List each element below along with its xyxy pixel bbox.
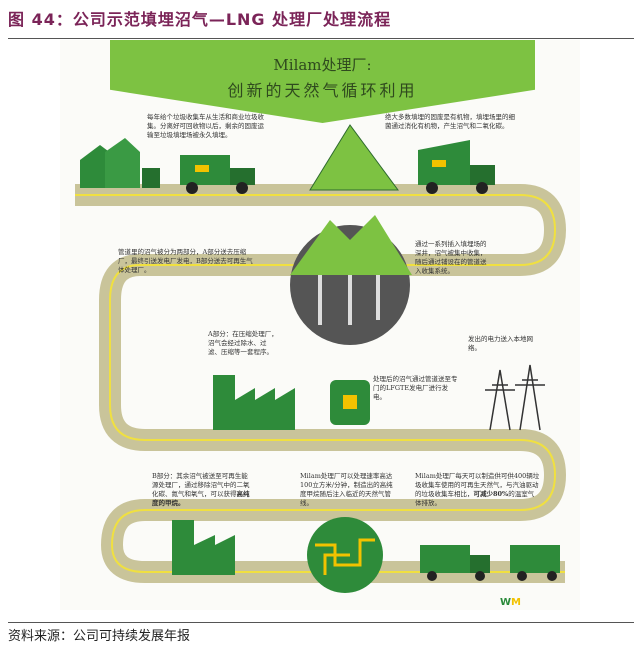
wm-logo: WM	[500, 597, 521, 608]
figure-title: 图 44：公司示范填埋沼气—LNG 处理厂处理流程	[8, 10, 392, 29]
step-b-highlight: 高纯度的甲烷。	[152, 490, 250, 507]
garbage-truck-icon	[180, 155, 255, 194]
step-decomposition-text: 绝大多数填埋的固废是有机物，填埋场里的细菌通过消化有机物，产生沼气和二氧化碳。	[385, 113, 515, 130]
step-wells-text: 通过一系列插入填埋场的深井，沼气被集中收集，随后通过铺设在的管道送入收集系统。	[415, 240, 487, 275]
generator-icon	[330, 380, 370, 425]
power-tower-icon	[485, 364, 545, 431]
step-rate-text: Milam处理厂可以处理速率高达100立方米/分钟，制造出的高纯度甲烷随后注入临…	[300, 472, 393, 507]
landfill-pyramid-icon	[309, 124, 399, 191]
banner-line2: 创新的天然气循环利用	[227, 81, 418, 100]
bottom-rule	[8, 622, 634, 623]
step-split-text: 管道里的沼气被分为两部分，A部分送去压缩厂，最终引送发电厂发电，B部分送去可再生…	[118, 248, 253, 274]
pipeline-network-icon	[307, 517, 383, 593]
step-collection-text: 每年给个垃圾收集车从生活和商业垃圾收集。分离好可回收物以后，剩余的固废运输至垃圾…	[147, 113, 264, 139]
step-emission-body: Milam处理厂每天可以制造供可供400辆垃圾收集车使用的可再生天然气，与汽油驱…	[415, 472, 540, 498]
step-emission-tail: 的温室气体排放。	[415, 490, 535, 507]
banner-line1: Milam处理厂:	[273, 56, 372, 74]
step-grid-text: 发出的电力送入本地网络。	[468, 335, 533, 352]
compression-plant-icon	[213, 375, 295, 430]
top-rule	[8, 38, 634, 39]
source-note: 资料来源：公司可持续发展年报	[8, 629, 191, 644]
garbage-truck-icon	[510, 545, 560, 581]
logo-w: W	[500, 597, 512, 608]
garbage-truck-icon	[420, 545, 490, 581]
step-b-body: B部分：其余沼气被送至可再生能源处理厂，通过移除沼气中的二氧化碳、氮气和氧气，可…	[152, 472, 250, 498]
renewable-gas-plant-icon	[172, 520, 235, 575]
step-emission-highlight: 可减少80%	[473, 490, 509, 498]
logo-m: M	[511, 597, 521, 608]
step-emission-text: Milam处理厂每天可以制造供可供400辆垃圾收集车使用的可再生天然气，与汽油驱…	[415, 472, 540, 508]
garbage-truck-icon	[418, 140, 495, 194]
houses-icon	[80, 138, 160, 188]
landfill-wells-icon	[290, 215, 412, 345]
step-b-text: B部分：其余沼气被送至可再生能源处理厂，通过移除沼气中的二氧化碳、氮气和氧气，可…	[152, 472, 252, 508]
road-center-line	[75, 194, 565, 573]
step-a-text: A部分：在压缩处理厂，沼气会经过除水、过滤、压缩等一套程序。	[208, 330, 278, 356]
step-power-text: 处理后的沼气通过管道送至专门的LFGTE发电厂进行发电。	[373, 375, 458, 401]
